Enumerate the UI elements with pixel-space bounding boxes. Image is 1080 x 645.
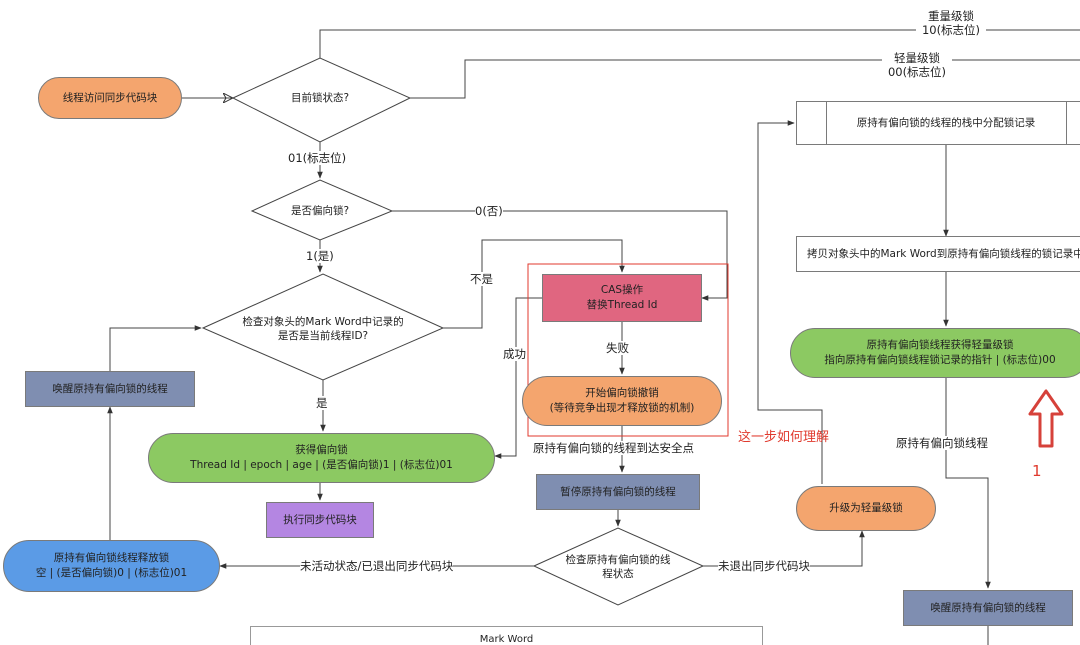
success-label: 成功 <box>503 347 526 361</box>
current-lock-state-text: 目前锁状态? <box>290 92 350 104</box>
up-arrow-annotation-icon <box>1028 389 1064 448</box>
check-holder-state-text: 检查原持有偏向锁的线 程状态 <box>565 554 671 580</box>
reach-safepoint-label: 原持有偏向锁的线程到达安全点 <box>533 441 694 455</box>
light-lock-label: 轻量级锁 00(标志位) <box>882 51 952 79</box>
fail-label: 失败 <box>606 341 629 355</box>
question-annotation: 这一步如何理解 <box>738 430 830 445</box>
get-biased-lock-node: 获得偏向锁 Thread Id | epoch | age | (是否偏向锁)1… <box>148 433 495 483</box>
exec-sync-node: 执行同步代码块 <box>266 502 374 538</box>
upgrade-light-node: 升级为轻量级锁 <box>796 486 936 531</box>
annotation-highlight-box <box>527 263 729 437</box>
mark-word-table-header: Mark Word <box>250 626 763 645</box>
holder-release-node: 原持有偏向锁线程释放锁 空 | (是否偏向锁)0 | (标志位)01 <box>3 540 220 592</box>
is-biased-text: 是否偏向锁? <box>290 205 350 217</box>
cas-operation-node: CAS操作 替换Thread Id <box>542 274 702 322</box>
not-exited-label: 未退出同步代码块 <box>718 559 810 573</box>
marker-annotation: 1 <box>1032 462 1042 480</box>
copy-mark-word-node: 拷贝对象头中的Mark Word到原持有偏向锁线程的锁记录中 <box>796 236 1080 272</box>
wake-holder-right-node: 唤醒原持有偏向锁的线程 <box>903 590 1073 626</box>
wake-holder-left-node: 唤醒原持有偏向锁的线程 <box>25 371 195 407</box>
thread-access-node: 线程访问同步代码块 <box>38 77 182 119</box>
yes-1-label: 1(是) <box>306 249 334 263</box>
is-label: 是 <box>316 396 328 410</box>
holder-gets-light-node: 原持有偏向锁线程获得轻量级锁 指向原持有偏向锁线程锁记录的指针 | (标志位)0… <box>790 328 1080 378</box>
alloc-lock-record-divider-right <box>1066 101 1067 145</box>
alloc-lock-record-divider <box>826 101 827 145</box>
flag-01-label: 01(标志位) <box>288 151 347 165</box>
not-is-label: 不是 <box>470 272 493 286</box>
inactive-exited-label: 未活动状态/已退出同步代码块 <box>300 559 454 573</box>
no-0-label: 0(否) <box>475 204 503 218</box>
holder-thread-label: 原持有偏向锁线程 <box>896 436 988 450</box>
start-revoke-node: 开始偏向锁撤销 (等待竞争出现才释放锁的机制) <box>522 376 722 426</box>
check-mark-word-text: 检查对象头的Mark Word中记录的 是否是当前线程ID? <box>242 316 404 342</box>
pause-holder-node: 暂停原持有偏向锁的线程 <box>536 474 700 510</box>
heavy-lock-label: 重量级锁 10(标志位) <box>916 9 986 37</box>
alloc-lock-record-node: 原持有偏向锁的线程的栈中分配锁记录 <box>796 101 1080 145</box>
